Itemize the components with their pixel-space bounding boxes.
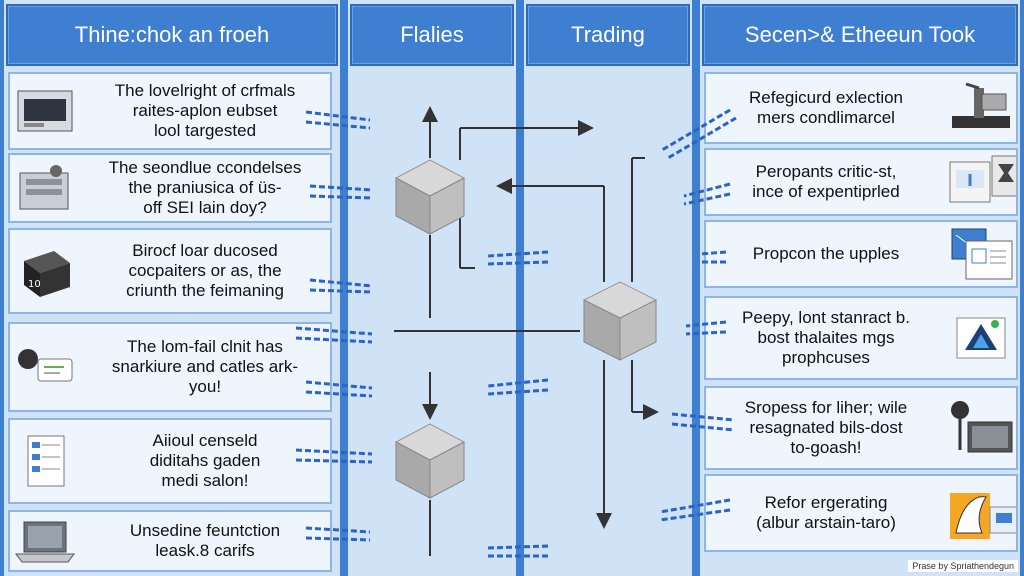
right-card-1-text: Refegicurd exlection mers condlimarcel	[748, 88, 904, 127]
right-card-1: Refegicurd exlection mers condlimarcel	[704, 72, 1018, 144]
left-card-3: 10 Birocf loar ducosed cocpaiters or as,…	[8, 228, 332, 314]
chip-icon: 10	[10, 241, 80, 301]
right-card-6: Refor ergerating (albur arstain-taro)	[704, 474, 1018, 552]
right-card-2-text: Peropants critic-st, ince of expentiprle…	[752, 162, 900, 201]
monitor-icon	[10, 81, 80, 141]
document-icon	[10, 431, 80, 491]
left-card-5: Aiioul censeld diditahs gaden medi salon…	[8, 418, 332, 504]
lamp-monitor-icon	[946, 398, 1016, 458]
shark-logo-icon	[946, 483, 1016, 543]
right-card-4: Peepy, lont stanract b. bost thalaites m…	[704, 296, 1018, 380]
column-3	[520, 0, 696, 576]
svg-text:10: 10	[28, 279, 41, 290]
column-2	[344, 0, 520, 576]
left-card-1: The lovelright of crfmals raites-aplon e…	[8, 72, 332, 150]
triangle-logo-icon	[946, 308, 1016, 368]
right-card-2: Peropants critic-st, ince of expentiprle…	[704, 148, 1018, 216]
left-card-4: The lom-fail clnit has snarkiure and cat…	[8, 322, 332, 412]
laptop-icon	[10, 511, 80, 571]
left-card-1-text: The lovelright of crfmals raites-aplon e…	[114, 81, 296, 140]
left-card-6: Unsedine feuntction leask.8 carifs	[8, 510, 332, 572]
microscope-icon	[946, 78, 1016, 138]
right-card-3: Propcon the upples	[704, 220, 1018, 288]
right-card-5: Sropess for liher; wile resagnated bils-…	[704, 386, 1018, 470]
chat-icon	[10, 337, 80, 397]
header-3: Trading	[526, 4, 690, 66]
server-icon	[10, 158, 80, 218]
header-4: Secen>& Etheeun Took	[702, 4, 1018, 66]
right-card-6-text: Refor ergerating (albur arstain-taro)	[756, 493, 896, 532]
right-card-4-text: Peepy, lont stanract b. bost thalaites m…	[742, 308, 910, 367]
right-card-5-text: Sropess for liher; wile resagnated bils-…	[744, 398, 908, 457]
header-1: Thine:chok an froeh	[6, 4, 338, 66]
left-card-2: The seondlue ccondelses the praniusica o…	[8, 153, 332, 223]
left-card-2-text: The seondlue ccondelses the praniusica o…	[108, 158, 302, 217]
blueprint-icon	[946, 224, 1016, 284]
left-card-4-text: The lom-fail clnit has snarkiure and cat…	[111, 337, 299, 396]
right-card-3-text: Propcon the upples	[752, 244, 900, 263]
left-card-6-text: Unsedine feuntction leask.8 carifs	[129, 521, 281, 560]
left-card-3-text: Birocf loar ducosed cocpaiters or as, th…	[126, 241, 284, 300]
header-2: Flalies	[350, 4, 514, 66]
lab-equipment-icon	[946, 152, 1016, 212]
footnote: Prase by Spriathendegun	[908, 560, 1018, 572]
left-card-5-text: Aiioul censeld diditahs gaden medi salon…	[149, 431, 261, 490]
